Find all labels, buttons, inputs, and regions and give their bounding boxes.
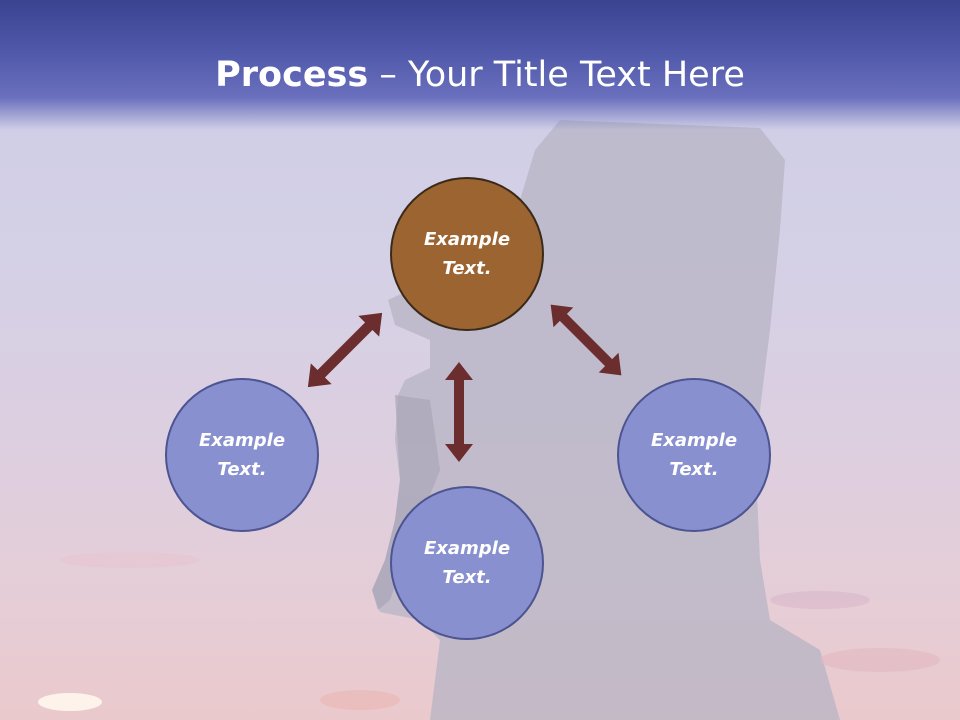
node-left-line1: Example [198,430,286,451]
arrow-center-left [297,302,393,398]
node-right-line1: Example [650,430,738,451]
title-bar: Process – Your Title Text Here [0,0,960,130]
cloud [60,552,200,568]
title-bold: Process [215,55,369,95]
node-center-line1: Example [423,229,511,250]
node-center-line2: Text. [442,258,492,279]
node-bottom-line2: Text. [442,567,492,588]
cloud [770,591,870,609]
node-left-line2: Text. [217,459,267,480]
cloud [38,693,102,711]
title-rest: – Your Title Text Here [368,55,745,95]
cloud [820,648,940,672]
statue-shadow [372,395,440,610]
node-bottom-line1: Example [423,538,511,559]
cloud [320,690,400,710]
arrow-center-right [540,294,632,386]
arrow-center-bottom [445,362,473,462]
slide-title: Process – Your Title Text Here [0,52,960,98]
node-right-line2: Text. [669,459,719,480]
